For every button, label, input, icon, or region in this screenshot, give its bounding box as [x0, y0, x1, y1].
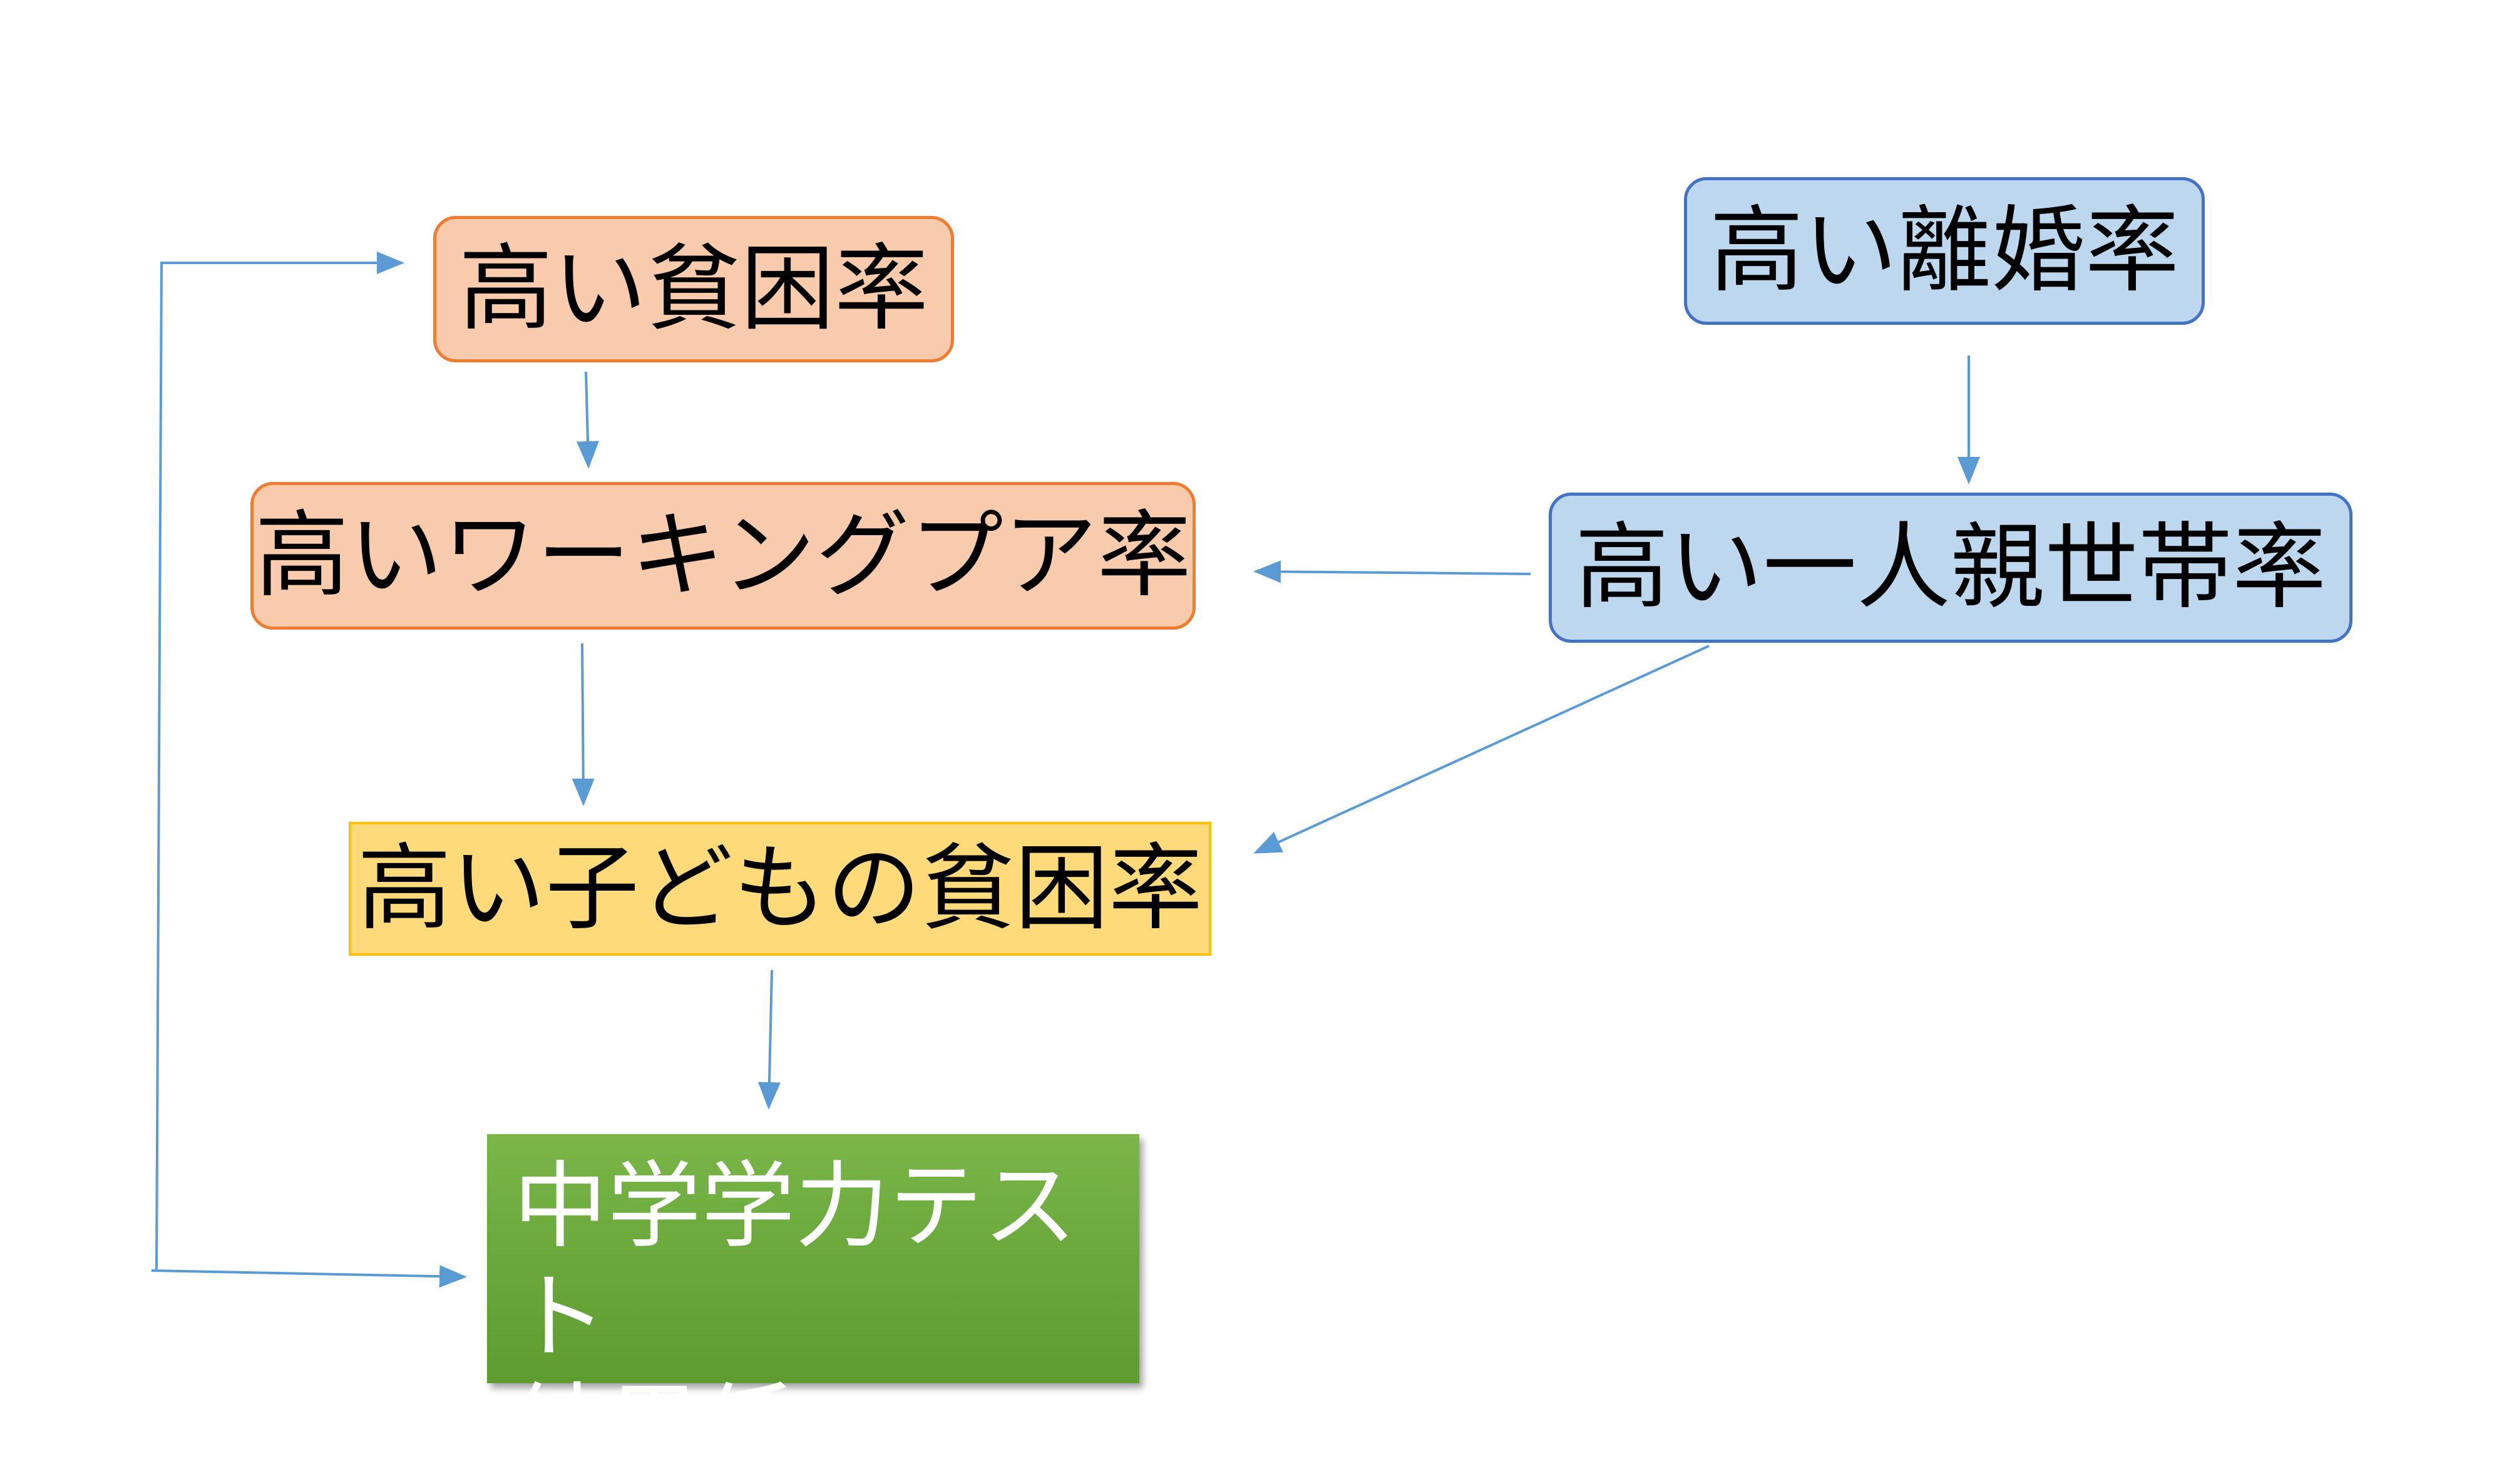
connector-layer: [151, 252, 1980, 1288]
arrow-working-poor-to-child-poverty: [572, 643, 595, 806]
node-high-child-poverty-rate: 高い子どもの貧困率: [349, 822, 1211, 956]
arrow-single-parent-to-working-poor: [1253, 560, 1531, 583]
node-high-single-parent-rate: 高い一人親世帯率: [1549, 493, 2353, 643]
feedback-line-vertical: [155, 262, 163, 1271]
arrow-child-poverty-to-test-results: [757, 970, 781, 1110]
node-low-test-results: 中学学力テスト 結果低: [487, 1134, 1139, 1483]
node-high-working-poor-rate: 高いワーキングプア率: [250, 482, 1196, 630]
node-high-child-poverty-rate-label: 高い子どもの貧困率: [357, 834, 1203, 943]
node-high-working-poor-rate-label: 高いワーキングプア率: [255, 501, 1191, 610]
feedback-line-bottom: [151, 1265, 467, 1288]
node-high-single-parent-rate-label: 高い一人親世帯率: [1574, 513, 2326, 622]
flow-diagram: 高い貧困率 高いワーキングプア率 高い子どもの貧困率 中学学力テスト 結果低 高…: [151, 177, 2353, 1483]
node-low-test-results-line1: 中学学力テスト: [513, 1152, 1077, 1372]
node-low-test-results-text: 中学学力テスト 結果低: [513, 1152, 1139, 1484]
node-low-test-results-line2: 結果低: [513, 1374, 796, 1483]
node-high-divorce-rate-label: 高い離婚率: [1709, 196, 2179, 305]
arrow-single-parent-to-child-poverty: [1253, 645, 1710, 854]
node-high-divorce-rate: 高い離婚率: [1684, 177, 2205, 325]
arrow-poverty-to-working-poor: [576, 371, 599, 469]
node-high-poverty-rate-label: 高い貧困率: [458, 234, 928, 344]
node-high-poverty-rate: 高い貧困率: [433, 216, 954, 362]
